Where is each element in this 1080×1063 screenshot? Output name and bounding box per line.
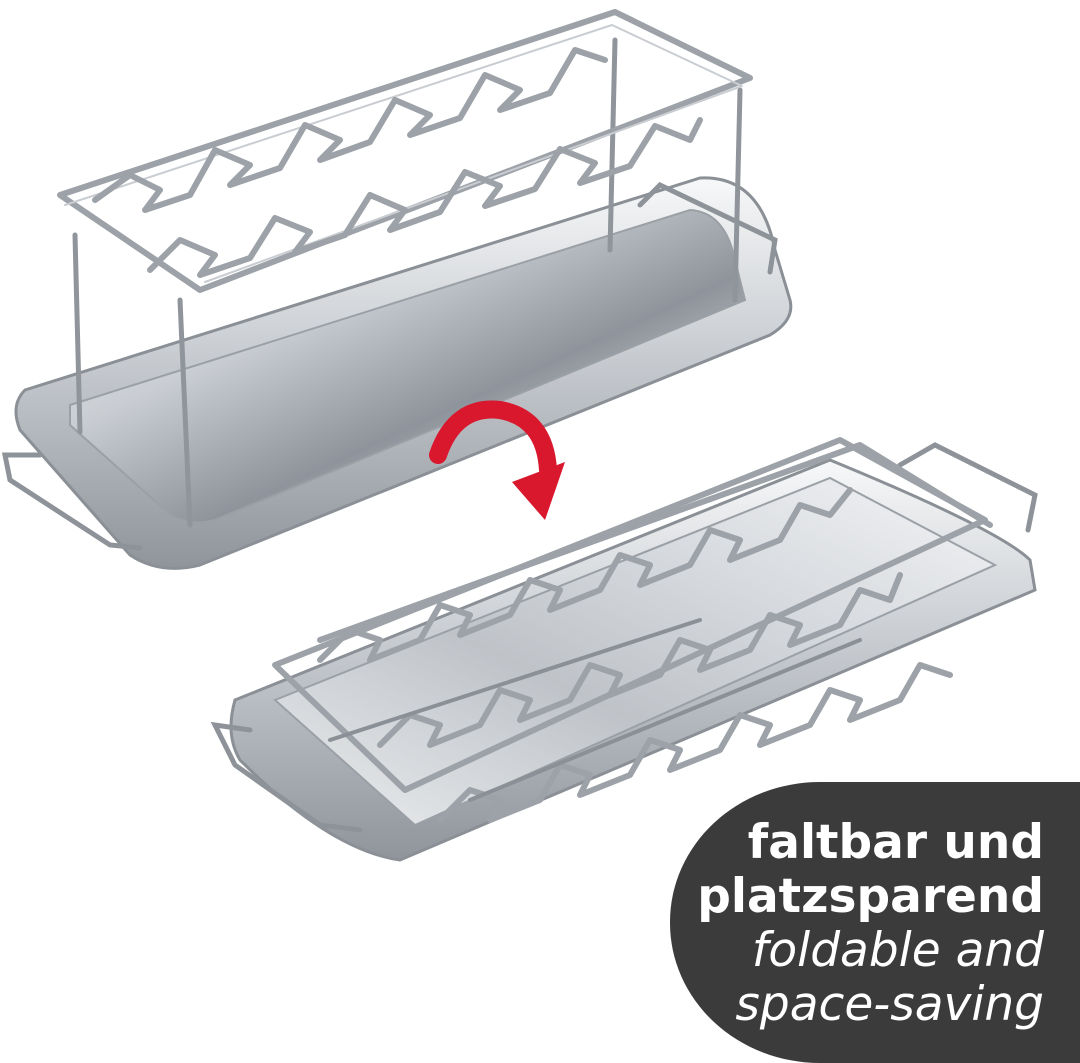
caption-text: faltbar und platzsparend foldable and sp… [697,816,1044,1032]
folded-tray-handle-left [210,721,363,833]
unfolded-tray-handle-right [637,181,778,275]
folded-tray-floor [273,476,998,827]
unfolded-tray-floor [69,208,747,524]
caption-german-line-1: faltbar und [747,815,1044,870]
caption-panel: faltbar und platzsparend foldable and sp… [670,782,1080,1063]
folded-tray-handle-right [897,442,1038,533]
caption-english-line-2: space-saving [735,977,1044,1032]
unfolded-tray-handle-left [1,452,143,551]
folded-rack [210,437,1038,862]
caption-english-line-1: foldable and [751,923,1044,978]
caption-german-line-2: platzsparend [697,869,1044,924]
unfolded-rack [1,9,793,570]
curved-arrow-icon [429,400,565,520]
